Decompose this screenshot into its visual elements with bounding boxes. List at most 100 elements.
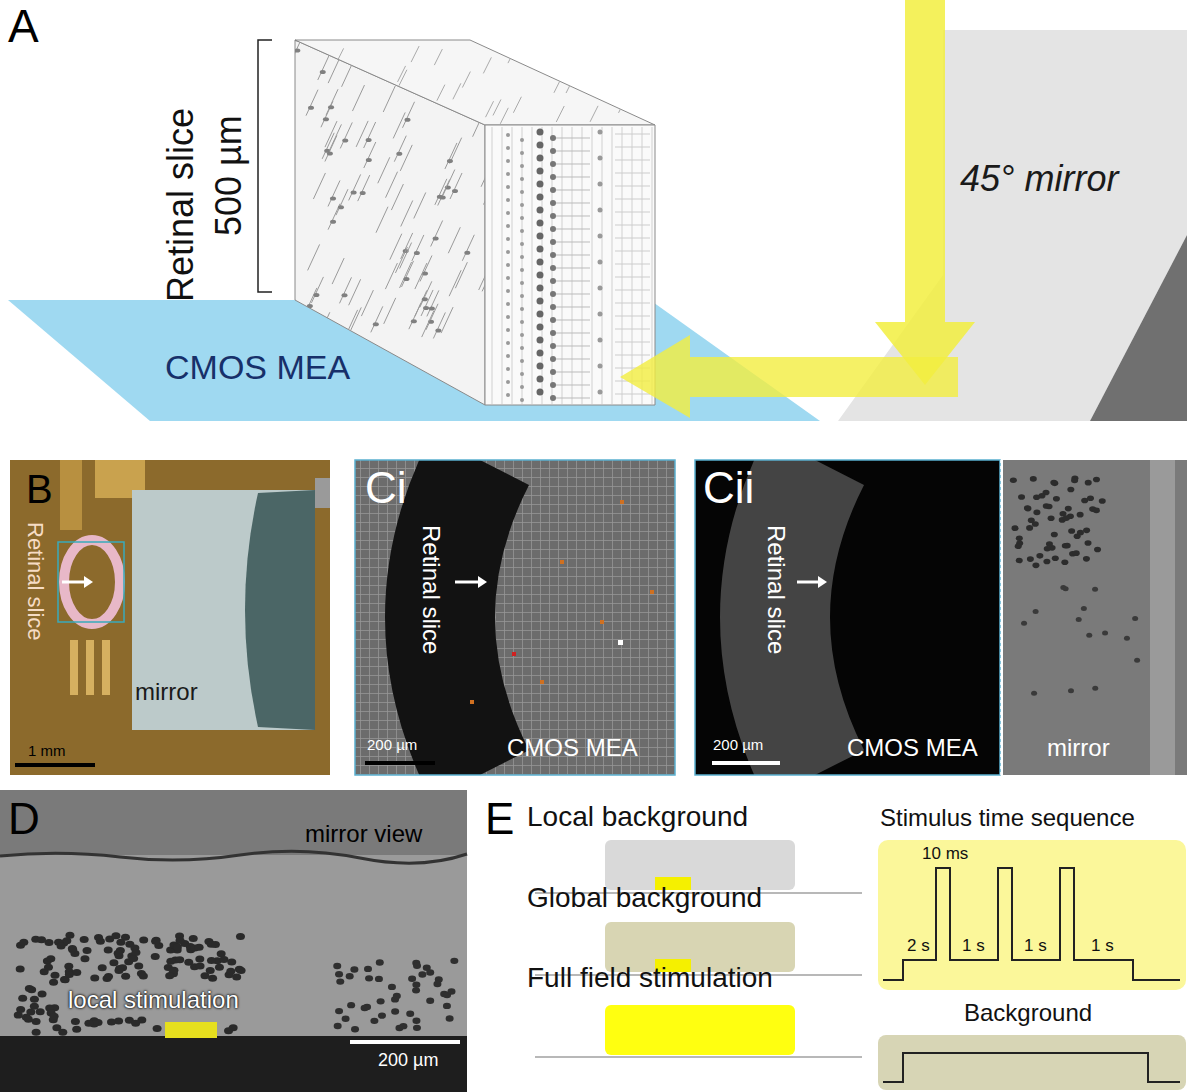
cell-dot <box>1031 691 1037 696</box>
cell-dot <box>373 322 379 326</box>
fiber-stroke <box>483 57 491 73</box>
retinal-slice-band <box>440 460 480 775</box>
cell-dot <box>520 346 524 350</box>
cell-dot <box>550 200 556 206</box>
cell-dot <box>418 971 426 977</box>
cell-dot <box>104 946 113 953</box>
cell-dot <box>330 196 336 200</box>
cell-dot <box>506 185 510 189</box>
cell-dot <box>520 372 524 376</box>
cell-dot <box>393 993 401 999</box>
cell-dot <box>537 246 544 253</box>
process-line <box>615 303 650 304</box>
dimension-bracket <box>258 40 272 292</box>
cell-dot <box>134 963 143 970</box>
fiber-stroke <box>324 85 332 101</box>
cell-dot <box>232 973 241 980</box>
panel-letter: E <box>485 794 514 845</box>
process-line <box>615 355 650 356</box>
fiber-stroke <box>590 106 598 122</box>
process-line <box>556 151 590 152</box>
cell-dot <box>1027 556 1034 562</box>
cell-dot <box>1063 586 1069 591</box>
condition-label: Global background <box>527 882 762 914</box>
fiber-stroke <box>336 189 348 215</box>
cell-dot <box>1021 621 1027 626</box>
cell-dot <box>506 198 510 202</box>
cell-dot <box>412 987 420 993</box>
cell-dot <box>131 1020 140 1027</box>
mirror-photo <box>132 490 315 730</box>
cell-dot <box>1024 505 1031 511</box>
cell-dot <box>537 207 544 214</box>
fiber-stroke <box>400 145 412 171</box>
divider-line <box>1000 460 1002 775</box>
cell-dot <box>426 998 434 1004</box>
cell-dot <box>326 31 332 35</box>
cell-dot <box>166 958 175 965</box>
process-line <box>615 394 650 395</box>
fiber-stroke <box>414 192 426 218</box>
cell-dot <box>49 979 58 986</box>
cell-dot <box>294 49 300 53</box>
scale-bar <box>350 1040 460 1044</box>
cell-dot <box>207 957 216 964</box>
cell-dot <box>71 1018 80 1025</box>
cell-dot <box>1026 525 1033 531</box>
cell-dot <box>1092 587 1098 592</box>
fiber-stroke <box>481 161 493 187</box>
process-line <box>556 255 590 256</box>
cell-dot <box>598 130 603 135</box>
cell-dot <box>1050 480 1057 486</box>
cell-dot <box>506 250 510 254</box>
fiber-stroke <box>386 172 398 198</box>
cell-dot <box>1068 528 1075 534</box>
cell-dot <box>50 1013 59 1020</box>
cell-dot <box>375 976 383 982</box>
cell-dot <box>422 297 428 301</box>
cell-dot <box>364 966 372 972</box>
cell-dot <box>1087 495 1094 501</box>
fiber-stroke <box>329 124 341 150</box>
light-arrow-left <box>620 335 958 418</box>
cell-dot <box>447 159 453 163</box>
cell-dot <box>408 976 416 982</box>
fiber-stroke <box>420 281 432 307</box>
electrode-dot <box>618 640 623 645</box>
fiber-stroke <box>415 263 427 289</box>
panel-letter: Ci <box>365 463 407 514</box>
cell-dot <box>429 306 435 310</box>
fiber-stroke <box>479 264 491 290</box>
process-line <box>556 216 590 217</box>
cell-dot <box>520 242 524 246</box>
cell-dot <box>418 34 424 38</box>
cell-dot <box>189 935 198 942</box>
cell-dot <box>342 293 348 297</box>
layer-line <box>502 127 503 404</box>
cell-dot <box>200 972 209 979</box>
background-box: Background <box>878 1035 1186 1090</box>
process-line <box>615 342 650 343</box>
cell-dot <box>537 376 544 383</box>
process-line <box>615 290 650 291</box>
cell-dot <box>90 974 99 981</box>
cell-dot <box>388 984 396 990</box>
fiber-stroke <box>508 47 516 63</box>
cell-dot <box>446 1015 454 1021</box>
process-line <box>615 251 650 252</box>
cell-dot <box>294 37 300 41</box>
photo-panel: Retinal slicemirror1 mm <box>10 460 330 775</box>
cell-dot <box>1043 559 1050 565</box>
fiber-stroke <box>376 207 388 233</box>
cell-dot <box>520 307 524 311</box>
axis-label: Retinal slice <box>160 108 201 302</box>
electrode-dots <box>470 500 654 704</box>
cell-dot <box>440 196 446 200</box>
cell-dot <box>433 236 439 240</box>
fiber-stroke <box>462 235 474 261</box>
cell-dot <box>129 955 138 962</box>
cell-dot <box>391 1008 399 1014</box>
cell-dot <box>116 939 125 946</box>
node-text: mirror <box>1047 734 1110 762</box>
cell-dot <box>435 328 441 332</box>
